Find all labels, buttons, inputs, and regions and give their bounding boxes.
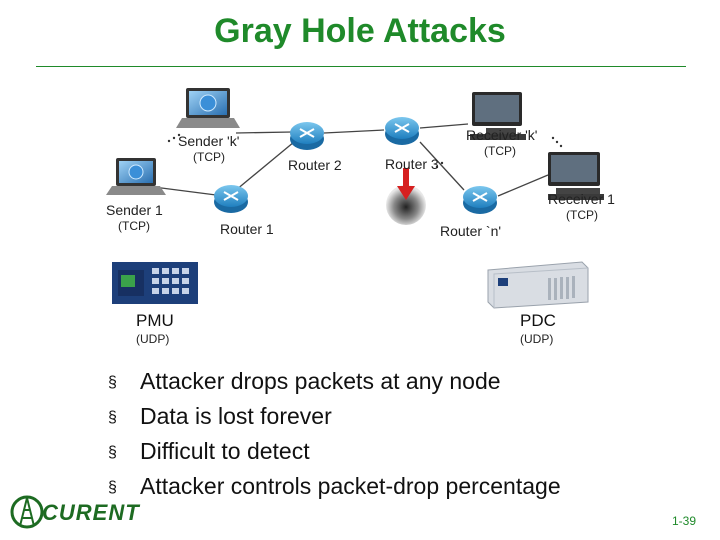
bullet-marker-icon: § — [108, 409, 117, 426]
bullet-list: § Attacker drops packets at any node § Dat… — [108, 366, 561, 506]
bullet-text: Data is lost forever — [140, 403, 332, 429]
receiver-1-protocol: (TCP) — [566, 208, 598, 222]
pmu-device-icon — [112, 262, 198, 304]
sender-1-protocol: (TCP) — [118, 219, 150, 233]
pmu-label: PMU — [136, 311, 174, 330]
receiver-k-desktop-icon — [470, 92, 526, 140]
receiver-1-label: Receiver 1 — [548, 191, 615, 207]
network-diagram — [106, 88, 604, 309]
router-n-icon — [463, 186, 497, 214]
logo-text: CURENT — [42, 500, 140, 525]
title-divider — [36, 66, 686, 67]
sender-1-laptop-icon — [106, 158, 166, 195]
router-n-label: Router `n' — [440, 223, 502, 239]
receiver-1-desktop-icon — [548, 152, 604, 200]
sender-1-label: Sender 1 — [106, 202, 163, 218]
router-1-label: Router 1 — [220, 221, 274, 237]
bullet-marker-icon: § — [108, 479, 117, 496]
pmu-protocol: (UDP) — [136, 332, 170, 346]
bullet-text: Attacker controls packet-drop percentage — [140, 473, 561, 499]
router-1-icon — [214, 185, 248, 213]
receiver-k-protocol: (TCP) — [484, 144, 516, 158]
sender-k-label: Sender 'k' — [178, 133, 240, 149]
router-3-label: Router 3 — [385, 156, 439, 172]
bullet-text: Difficult to detect — [140, 438, 310, 464]
curent-logo-icon — [10, 495, 44, 529]
sender-k-laptop-icon — [176, 88, 240, 128]
bullet-item: § Data is lost forever — [108, 401, 561, 436]
router-3-icon — [385, 117, 419, 145]
bullet-item: § Attacker controls packet-drop percentag… — [108, 471, 561, 506]
bullet-text: Attacker drops packets at any node — [140, 368, 501, 394]
pdc-device-icon — [487, 261, 589, 309]
bullet-item: § Attacker drops packets at any node — [108, 366, 561, 401]
sender-k-protocol: (TCP) — [193, 150, 225, 164]
bullet-item: § Difficult to detect — [108, 436, 561, 471]
bullet-marker-icon: § — [108, 444, 117, 461]
bullet-marker-icon: § — [108, 374, 117, 391]
attacker-drop-icon — [386, 168, 426, 225]
router-2-label: Router 2 — [288, 157, 342, 173]
pdc-protocol: (UDP) — [520, 332, 554, 346]
receiver-k-label: Receiver 'k' — [466, 127, 538, 143]
page-number: 1-39 — [672, 514, 697, 528]
router-2-icon — [290, 122, 324, 150]
page-title: Gray Hole Attacks — [214, 12, 506, 50]
pdc-label: PDC — [520, 311, 556, 330]
traffic-dots — [167, 133, 563, 169]
